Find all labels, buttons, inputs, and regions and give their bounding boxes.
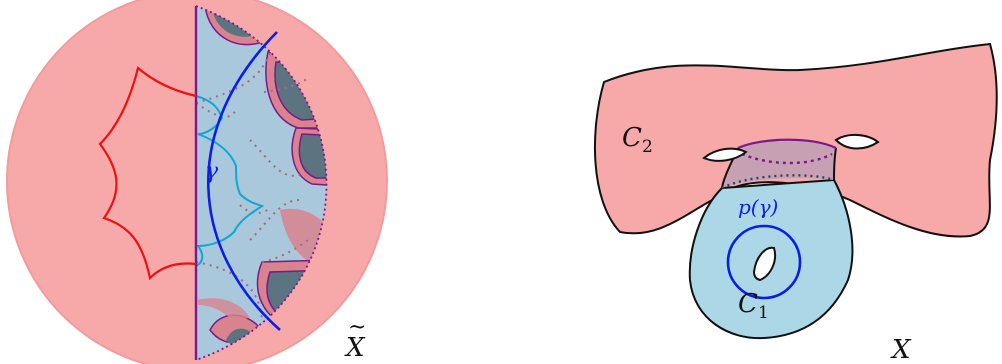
neck-right-outline bbox=[833, 147, 837, 181]
universal-cover-tilde: ~ bbox=[348, 315, 366, 340]
component-c1-label: C 1 bbox=[738, 289, 769, 323]
right-boundary-arc bbox=[195, 5, 328, 361]
lobe-corner-mauve bbox=[198, 298, 250, 320]
surface-diagram: C 2 p(γ) C 1 X bbox=[593, 42, 998, 364]
component-c2-letter: C bbox=[622, 123, 642, 153]
component-c1-letter: C bbox=[738, 289, 758, 319]
geodesic-gamma-label: γ bbox=[205, 159, 219, 184]
component-c2-subscript: 2 bbox=[642, 137, 653, 157]
component-c2-label: C 2 bbox=[622, 123, 653, 157]
cyan-lifted-polygon bbox=[195, 95, 265, 267]
bottom-handle-hole bbox=[752, 246, 776, 282]
universal-cover-label: ~ X bbox=[344, 315, 366, 363]
left-handle-hole bbox=[702, 147, 748, 162]
component-c1-subscript: 1 bbox=[758, 303, 769, 323]
fundamental-polygon bbox=[98, 66, 197, 281]
projected-curve-label: p(γ) bbox=[738, 195, 778, 219]
geodesic-gamma bbox=[207, 31, 281, 331]
right-handle-hole bbox=[834, 134, 880, 150]
neck-region bbox=[722, 141, 836, 188]
purple-curve-dotted bbox=[741, 152, 833, 165]
purple-curve-top bbox=[737, 138, 837, 150]
dotted-tiling-arcs bbox=[195, 51, 309, 321]
surface-label: X bbox=[890, 335, 912, 364]
lobe-mid-dark bbox=[298, 133, 327, 179]
projected-curve-p-gamma bbox=[726, 224, 802, 300]
universal-cover-diagram: γ ~ X bbox=[6, 0, 388, 364]
universal-cover-letter: X bbox=[344, 333, 366, 363]
